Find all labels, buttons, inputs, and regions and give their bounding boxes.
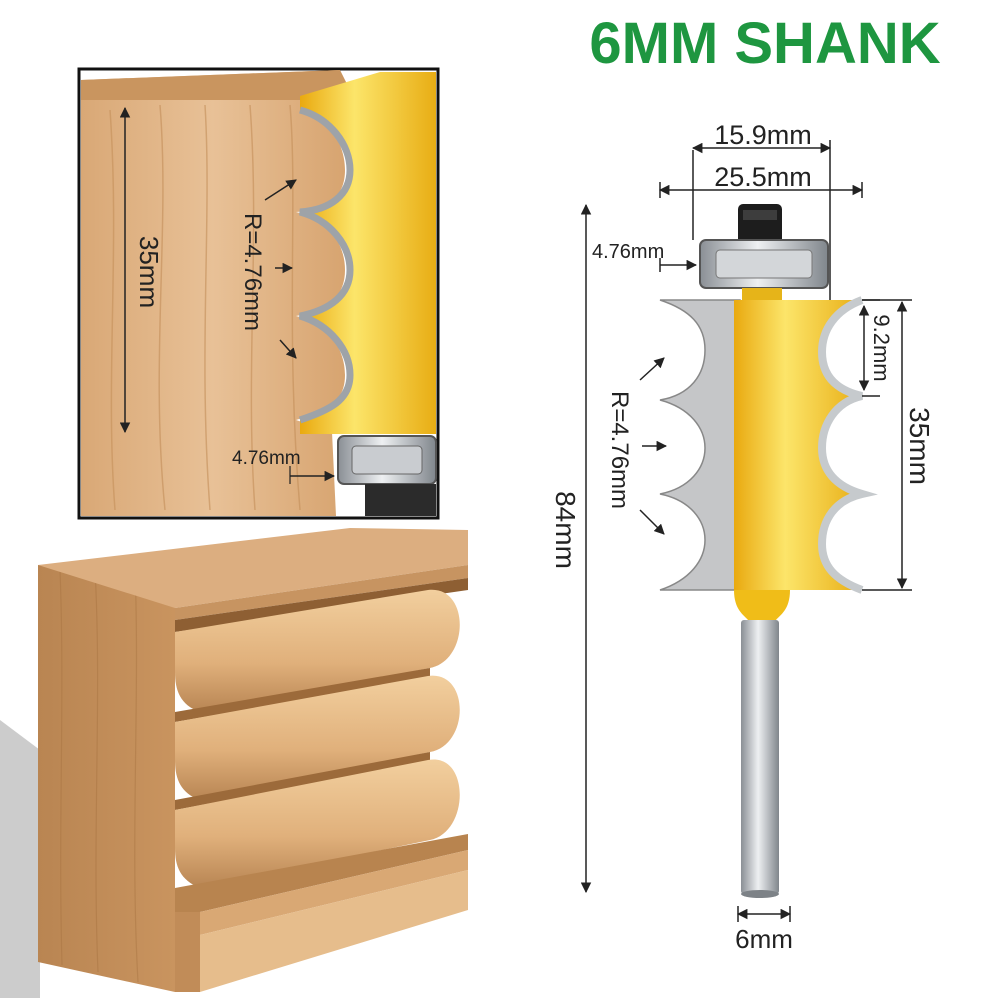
bit-dimensions	[580, 140, 912, 922]
carbide-blade	[659, 299, 741, 591]
flute-pitch-label: 9.2mm	[869, 314, 894, 381]
molded-wood-block	[0, 528, 468, 998]
inset-cutter	[300, 72, 436, 434]
bead-3	[175, 759, 460, 888]
router-bit	[659, 204, 878, 898]
cutter-body	[734, 300, 862, 590]
cut-width-label: 15.9mm	[714, 120, 812, 150]
bead-2	[175, 675, 460, 800]
inset-panel: 35mm R=4.76mm 4.76mm	[77, 67, 440, 520]
shank-diameter-label: 6mm	[735, 924, 793, 954]
wood-board	[81, 70, 345, 516]
inset-height-label: 35mm	[134, 236, 164, 308]
inset-offset-label: 4.76mm	[232, 448, 301, 469]
overall-length-label: 84mm	[550, 491, 581, 569]
cut-height-label: 35mm	[904, 407, 935, 485]
bead-1	[175, 589, 460, 712]
bit-radius-label: R=4.76mm	[606, 391, 633, 509]
page-title: 6MM SHANK	[589, 11, 941, 76]
bearing-width-label: 25.5mm	[714, 162, 812, 192]
inset-radius-label: R=4.76mm	[239, 213, 266, 331]
shank	[741, 620, 779, 894]
bearing-offset-label: 4.76mm	[592, 241, 664, 263]
